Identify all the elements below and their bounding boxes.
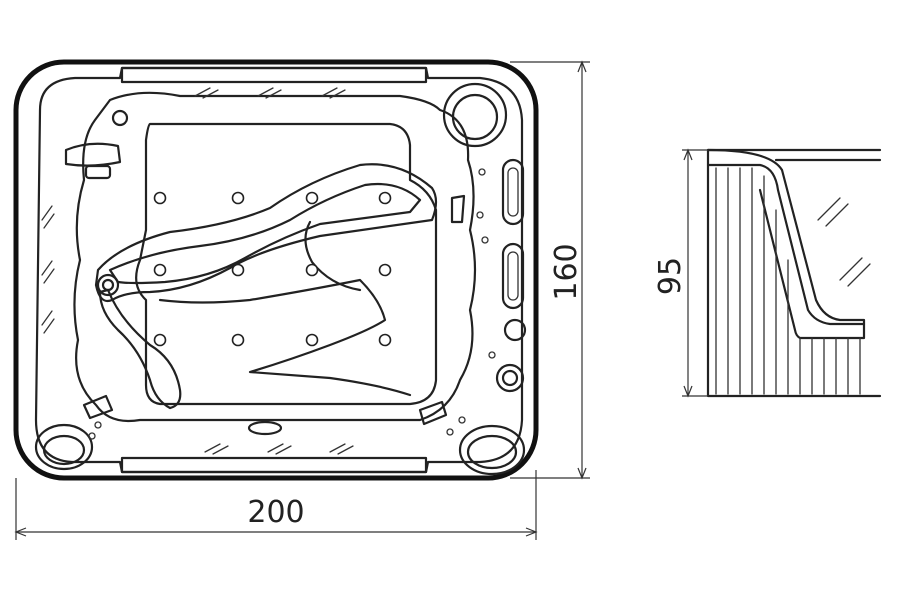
side-outer-wall — [706, 148, 882, 398]
drain-bottom — [247, 420, 283, 436]
pillow-right — [450, 194, 466, 224]
side-view — [706, 148, 882, 398]
headrest-pillow-inner — [101, 278, 115, 292]
control-knob-lower — [495, 363, 525, 393]
drain-top-left — [111, 109, 129, 127]
top-ledge — [120, 66, 428, 84]
width-dimension: 200 — [14, 470, 538, 540]
control-slot-lower — [501, 242, 525, 310]
height-label: 95 — [653, 257, 688, 295]
jet — [378, 263, 392, 277]
width-label: 200 — [247, 495, 304, 530]
jet — [231, 333, 245, 347]
wall-jet — [476, 211, 484, 219]
wall-jet — [481, 236, 489, 244]
jet — [305, 333, 319, 347]
jet — [378, 191, 392, 205]
side-seat-profile — [706, 163, 866, 326]
depth-dimension: 160 — [510, 60, 590, 480]
jet-group — [153, 191, 392, 347]
side-reflection-lower — [839, 257, 871, 287]
cupholder-top-right — [442, 82, 508, 148]
wall-jet — [488, 351, 496, 359]
wall-jet — [446, 428, 454, 436]
pillow-top-left-tab — [84, 164, 112, 180]
tub-inner-rim — [34, 66, 524, 474]
footwell — [135, 122, 438, 406]
pillow-top-left — [64, 142, 122, 167]
cupholder-bottom-left — [34, 423, 94, 471]
side-ribs — [715, 167, 861, 395]
bottom-ledge — [120, 456, 428, 474]
lounger-seat — [94, 163, 438, 303]
wall-jet — [478, 168, 486, 176]
control-slot-lower-inner — [507, 251, 519, 301]
side-reflection-upper — [817, 197, 849, 227]
headrest-bottom-right — [418, 400, 448, 426]
tub-outer-shell — [13, 59, 539, 481]
control-knob-upper — [503, 318, 527, 342]
control-slot-upper-inner — [507, 167, 519, 217]
side-seat-profile-inner — [706, 148, 866, 340]
cupholder-bottom-right — [458, 424, 526, 476]
lounger-leg-channel — [98, 288, 182, 410]
lounger-curve-mid — [304, 220, 362, 292]
headrest-pillow — [96, 273, 120, 297]
jet — [153, 263, 167, 277]
control-knob-lower-inner — [501, 369, 519, 387]
cupholder-bottom-left-inner — [42, 434, 86, 466]
jet — [305, 263, 319, 277]
seating-area — [73, 91, 477, 423]
jet — [153, 191, 167, 205]
jet — [378, 333, 392, 347]
jet — [153, 333, 167, 347]
cupholder-top-right-inner — [451, 93, 499, 141]
wall-jet — [458, 416, 466, 424]
depth-label: 160 — [549, 243, 584, 300]
lounger-curve-lower — [158, 278, 412, 397]
top-view — [13, 59, 539, 481]
jet — [231, 191, 245, 205]
cupholder-bottom-right-inner — [466, 434, 518, 470]
jet — [231, 263, 245, 277]
wall-jet — [88, 432, 96, 440]
wall-jet — [94, 421, 102, 429]
headrest-bottom-left — [82, 394, 114, 420]
lounger-seat-inner — [108, 182, 422, 285]
control-slot-upper — [501, 158, 525, 226]
height-dimension: 95 — [653, 148, 708, 398]
reflection-hatches — [41, 87, 354, 455]
wall-jets — [88, 168, 496, 440]
jet — [305, 191, 319, 205]
